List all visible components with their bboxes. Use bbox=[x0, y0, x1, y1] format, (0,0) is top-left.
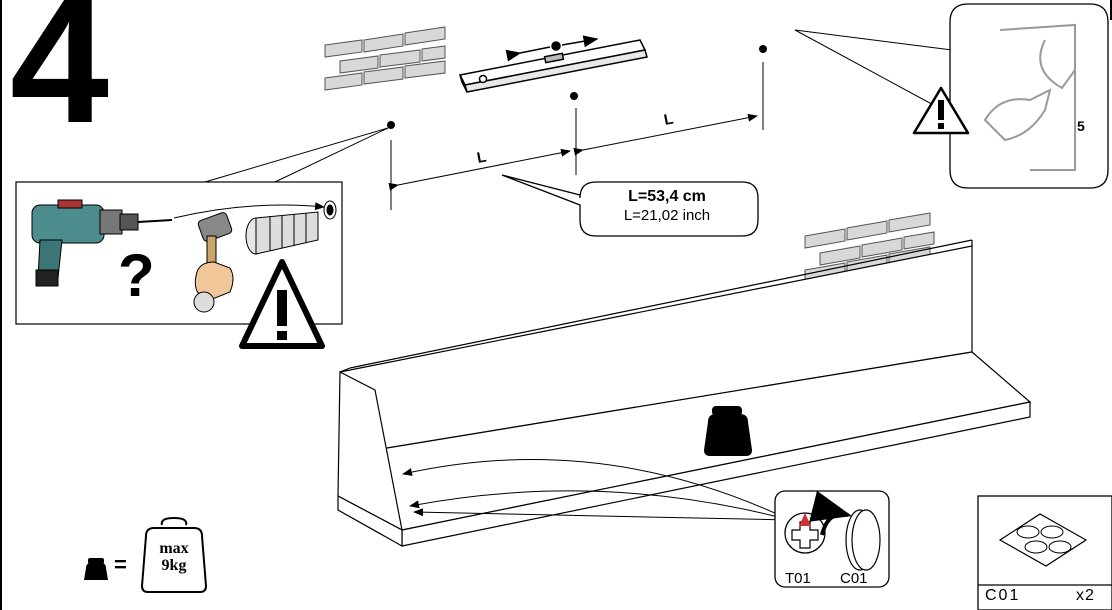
peel-sticker-icon bbox=[983, 23, 1076, 171]
measurement-callout-text: L=53,4 cm L=21,02 inch bbox=[582, 183, 752, 235]
drill-icon bbox=[31, 199, 173, 287]
reference-callout bbox=[794, 3, 1109, 189]
dimension-label-right: L bbox=[663, 110, 675, 128]
felt-pad-icon bbox=[845, 509, 881, 571]
parts-box-quantity: x2 bbox=[1076, 587, 1095, 604]
fastening-box bbox=[774, 490, 890, 588]
wall-plug-icon bbox=[245, 200, 337, 255]
weight-equals: = bbox=[114, 552, 127, 577]
weight-icon bbox=[704, 406, 752, 456]
reference-page-number: 5 bbox=[1077, 118, 1085, 134]
shelf-drawing bbox=[337, 239, 1032, 548]
warning-icon bbox=[239, 259, 325, 349]
parts-box-code: C01 bbox=[985, 587, 1021, 604]
spirit-level-icon bbox=[458, 35, 648, 93]
step-number: 4 bbox=[10, 0, 109, 160]
weight-limit-icon bbox=[84, 516, 208, 593]
tool-code: T01 bbox=[785, 570, 811, 587]
question-mark-icon: ? bbox=[118, 242, 155, 309]
weight-value: 9kg bbox=[161, 557, 187, 574]
measurement-metric: L=53,4 cm bbox=[628, 188, 706, 205]
weight-max-label: max bbox=[159, 540, 189, 557]
dimension-label-left: L bbox=[476, 148, 488, 166]
measurement-callout bbox=[501, 174, 759, 237]
parts-box bbox=[977, 495, 1112, 610]
drill-points bbox=[387, 45, 767, 210]
weight-limit-text: max 9kg bbox=[145, 540, 203, 574]
hammer-icon bbox=[193, 212, 234, 313]
measurement-imperial: L=21,02 inch bbox=[623, 207, 711, 224]
part-code: C01 bbox=[840, 570, 868, 587]
brick-wall-icon bbox=[324, 26, 446, 91]
